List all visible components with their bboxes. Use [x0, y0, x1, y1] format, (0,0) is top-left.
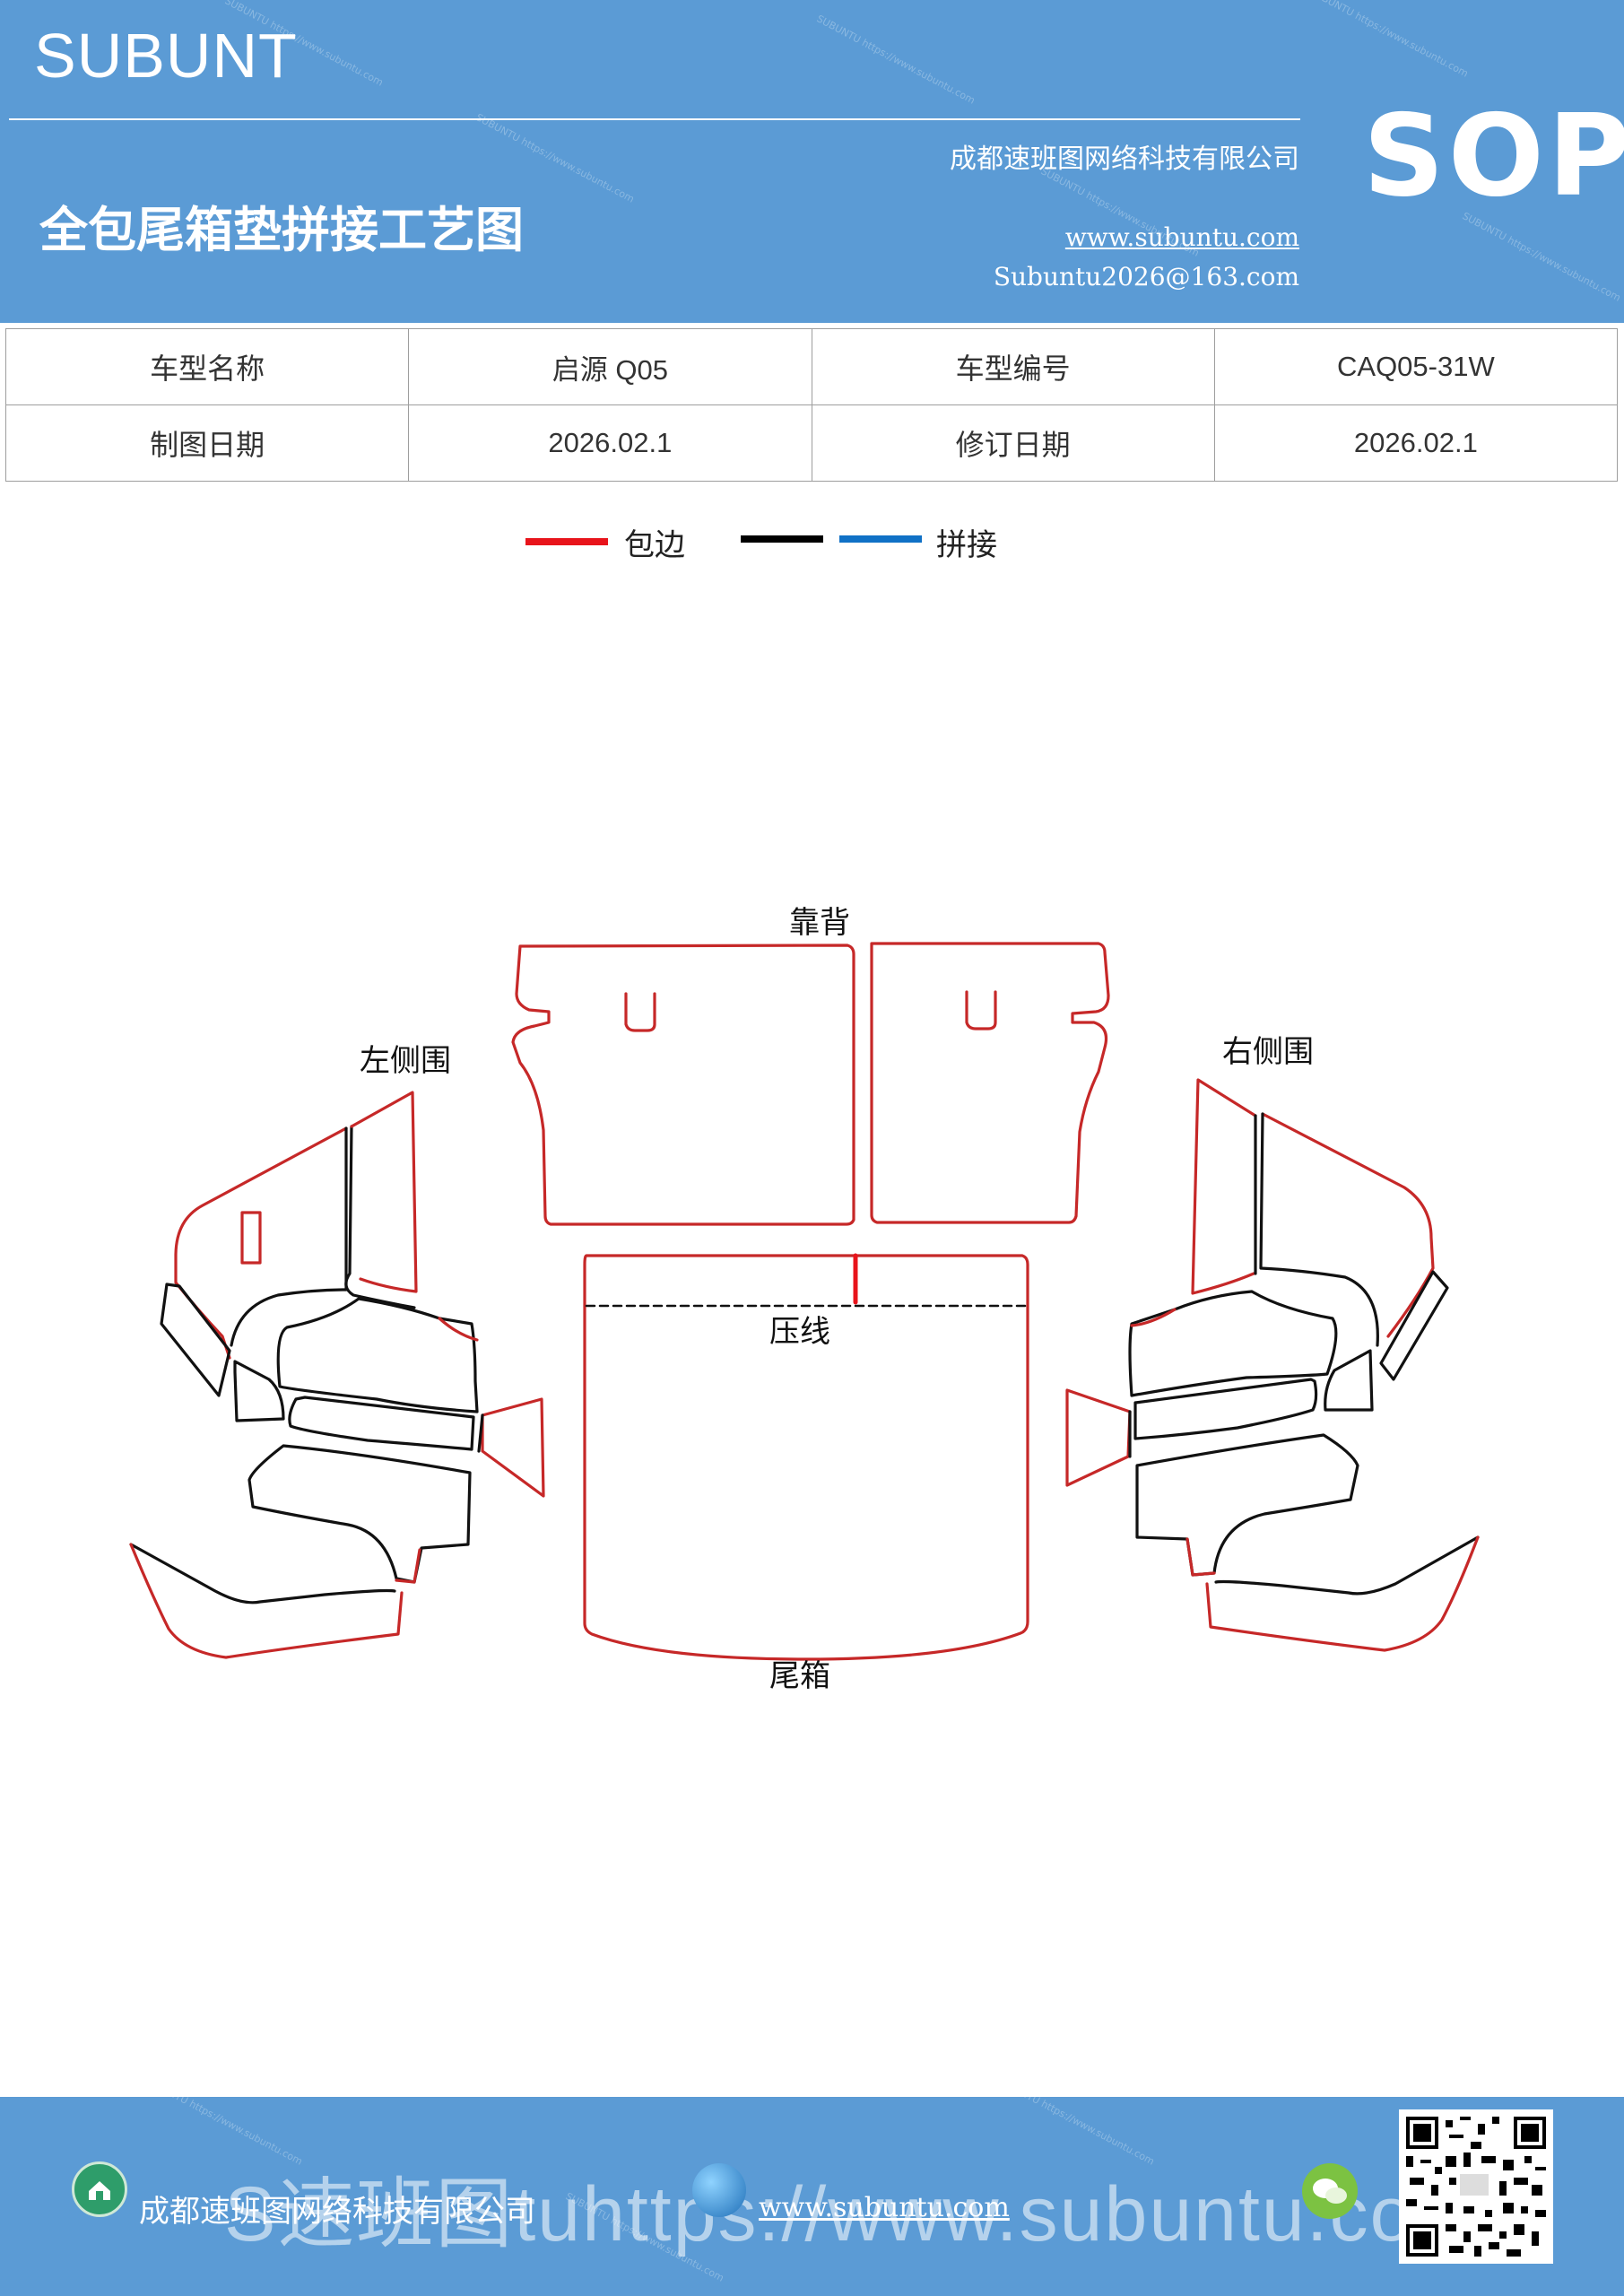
right-side-rear [1261, 1112, 1435, 1338]
watermark: SUBUNTU https://www.subuntu.com [814, 13, 977, 107]
left-side-floor-edge [129, 1543, 404, 1659]
right-side-mid-edge [1130, 1308, 1177, 1327]
legend-label-edge: 包边 [624, 527, 685, 563]
table-cell: 2026.02.1 [408, 404, 812, 482]
left-side-rear-seam [230, 1126, 348, 1347]
backrest-right-slot [965, 990, 997, 1031]
mat-diagram: 靠背 左侧围 右侧围 压线 尾箱 [129, 905, 1480, 1694]
brand-logo-text: SUBUNT [34, 21, 298, 91]
right-side-bottom [1135, 1433, 1359, 1577]
left-side-window [240, 1211, 262, 1265]
right-side-strip-b [1324, 1349, 1374, 1412]
right-side-rear-seam [1259, 1112, 1379, 1347]
right-side-bottom-edge [1185, 1537, 1216, 1577]
footer-company: 成都速班图网络科技有限公司 [139, 2194, 535, 2230]
left-side-bottom [248, 1444, 472, 1584]
right-side-floor-edge [1205, 1535, 1480, 1652]
left-side-mid [276, 1297, 479, 1413]
left-side-upper-strip [344, 1125, 416, 1309]
left-side-tri-seam [477, 1413, 484, 1453]
sop-badge: SOP [1363, 90, 1624, 222]
backrest-left-panel [511, 944, 855, 1226]
right-side-lower [1133, 1378, 1318, 1440]
left-side-mid-edge [438, 1317, 479, 1342]
left-side-tri [481, 1397, 545, 1498]
left-side-bottom-edge [395, 1548, 421, 1584]
footer-overlay-text: S速班图tuhttps://www.subuntu.com [224, 2171, 1481, 2257]
table-row: 车型名称 启源 Q05 车型编号 CAQ05-31W [4, 328, 1619, 405]
footer-banner: SUBUNTU https://www.subuntu.com SUBUNTU … [0, 2097, 1624, 2296]
header-divider [9, 118, 1300, 120]
legend-swatch-edge [525, 538, 608, 545]
label-trunk: 尾箱 [769, 1658, 830, 1694]
table-cell: CAQ05-31W [1213, 328, 1619, 405]
table-cell: 启源 Q05 [408, 328, 812, 405]
trunk-mat [583, 1254, 1029, 1661]
watermark: SUBUNTU https://www.subuntu.com [1307, 0, 1471, 80]
vehicle-info-table: 车型名称 启源 Q05 车型编号 CAQ05-31W 制图日期 2026.02.… [4, 328, 1619, 482]
label-crease: 压线 [769, 1314, 830, 1350]
backrest-right-panel [870, 942, 1110, 1224]
qr-code[interactable] [1399, 2109, 1553, 2264]
right-side-upper [1191, 1078, 1257, 1295]
home-icon [72, 2161, 127, 2217]
table-cell: 车型名称 [4, 328, 410, 405]
right-side-strip-a [1379, 1270, 1449, 1381]
right-side-mid [1128, 1290, 1338, 1397]
label-left-side: 左侧围 [360, 1043, 451, 1079]
company-name: 成都速班图网络科技有限公司 [950, 144, 1299, 175]
backrest-left-slot [624, 992, 656, 1032]
table-cell: 2026.02.1 [1213, 404, 1619, 482]
left-side-strip-a [160, 1283, 231, 1397]
globe-icon [692, 2163, 746, 2217]
table-cell: 修订日期 [811, 404, 1215, 482]
left-side-floor [129, 1543, 396, 1605]
table-row: 制图日期 2026.02.1 修订日期 2026.02.1 [4, 404, 1619, 482]
email-address[interactable]: Subuntu2026@163.com [993, 262, 1299, 291]
wechat-icon[interactable] [1302, 2163, 1358, 2219]
label-right-side: 右侧围 [1222, 1034, 1314, 1070]
table-cell: 车型编号 [811, 328, 1215, 405]
header-banner: SUBUNTU https://www.subuntu.com SUBUNTU … [0, 0, 1624, 323]
legend-swatch-black [741, 535, 823, 543]
left-side-lower [288, 1396, 475, 1451]
legend-swatch-seam [839, 535, 922, 543]
label-backrest: 靠背 [789, 905, 850, 941]
right-side-tri [1065, 1388, 1132, 1487]
left-side-strip-b [233, 1360, 285, 1422]
right-side-floor [1214, 1535, 1480, 1596]
legend: 包边 拼接 [0, 511, 1624, 574]
table-cell: 制图日期 [4, 404, 410, 482]
website-link[interactable]: www.subuntu.com [1064, 222, 1299, 252]
page-title: 全包尾箱垫拼接工艺图 [39, 202, 524, 258]
watermark: SUBUNTU https://www.subuntu.com [1460, 210, 1623, 304]
left-side-upper [350, 1091, 418, 1293]
legend-label-seam: 拼接 [936, 527, 997, 563]
footer-website-link[interactable]: www.subuntu.com [759, 2192, 1010, 2223]
